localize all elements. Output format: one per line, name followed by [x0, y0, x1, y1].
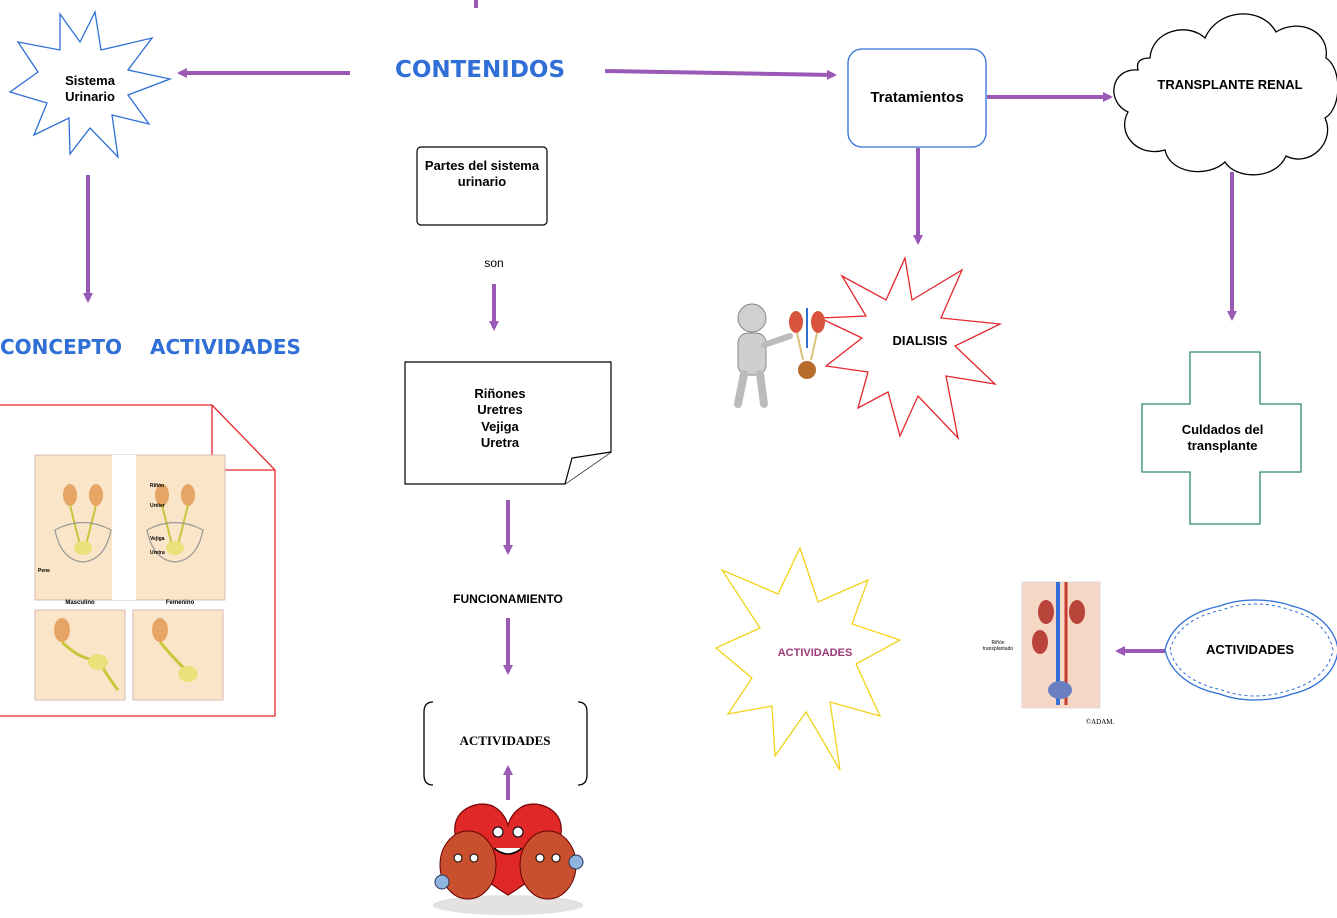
heart-kidneys-cartoon-icon: [433, 803, 584, 915]
sistema-urinario-node[interactable]: Sistema Urinario: [65, 73, 115, 105]
anatomy-label-femenino: Femenino: [165, 600, 195, 606]
anatomy-label-pene: Pene: [38, 568, 50, 574]
transplante-cloud: [1113, 13, 1337, 176]
actividades-center-node[interactable]: ACTIVIDADES: [459, 733, 551, 748]
adam-watermark: ©ADAM.: [1085, 718, 1115, 726]
anatomy-label-vejiga: Vejiga: [150, 536, 165, 542]
cuidados-cross: [1141, 351, 1302, 525]
kidney-icon: [789, 308, 825, 379]
dialisis-node[interactable]: DIALISIS: [892, 333, 948, 348]
kidney-transplant-illustration: [1021, 581, 1101, 709]
actividades-blue-node[interactable]: ACTIVIDADES: [1205, 642, 1295, 657]
partes-box: [416, 146, 548, 226]
funcionamiento-node[interactable]: FUNCIONAMIENTO: [453, 592, 563, 606]
organo-item: Vejiga: [481, 418, 519, 434]
tratamientos-node[interactable]: Tratamientos: [870, 89, 964, 106]
organos-list[interactable]: Riñones Uretres Vejiga Uretra: [430, 386, 570, 451]
organos-note-fold: [564, 451, 612, 485]
transplante-node[interactable]: TRANSPLANTE RENAL: [1157, 77, 1303, 92]
organo-item: Riñones: [474, 386, 526, 401]
anatomy-label-ureter: Uréter: [150, 503, 165, 509]
sistema-urinario-starburst: [8, 9, 173, 159]
actividades-blue-seal-inner: [1169, 603, 1334, 697]
actividades-yellow-starburst: [714, 546, 902, 771]
organo-item: Uretres: [477, 402, 523, 418]
contenidos-heading: CONTENIDOS: [394, 57, 566, 83]
anatomy-label-uretra: Uretra: [150, 550, 165, 556]
partes-node[interactable]: Partes del sistema urinario: [424, 158, 540, 190]
organo-item: Uretra: [480, 434, 520, 450]
concepto-heading[interactable]: CONCEPTO: [0, 335, 123, 359]
actividades-yellow-node[interactable]: ACTIVIDADES: [777, 647, 853, 659]
anatomy-figure: [0, 404, 276, 717]
tratamientos-box: [847, 48, 987, 148]
person-pointing-icon: [734, 303, 793, 408]
anatomy-label-masculino: Masculino: [65, 600, 95, 606]
dialisis-starburst: [819, 255, 1003, 441]
arrow-contenidos-to-tratamientos: [604, 69, 837, 80]
cuidados-node[interactable]: Culdados del transplante: [1181, 422, 1264, 454]
actividades-center-bracket-right: [577, 701, 588, 786]
actividades-blue-seal: [1164, 599, 1337, 701]
anatomy-label-rinon: Riñón: [150, 483, 165, 489]
son-connector-label: son: [484, 256, 504, 270]
transplant-caption: Riñón transplantado: [982, 640, 1014, 653]
actividades-left-heading[interactable]: ACTIVIDADES: [150, 335, 301, 359]
actividades-center-bracket-left: [423, 701, 434, 786]
